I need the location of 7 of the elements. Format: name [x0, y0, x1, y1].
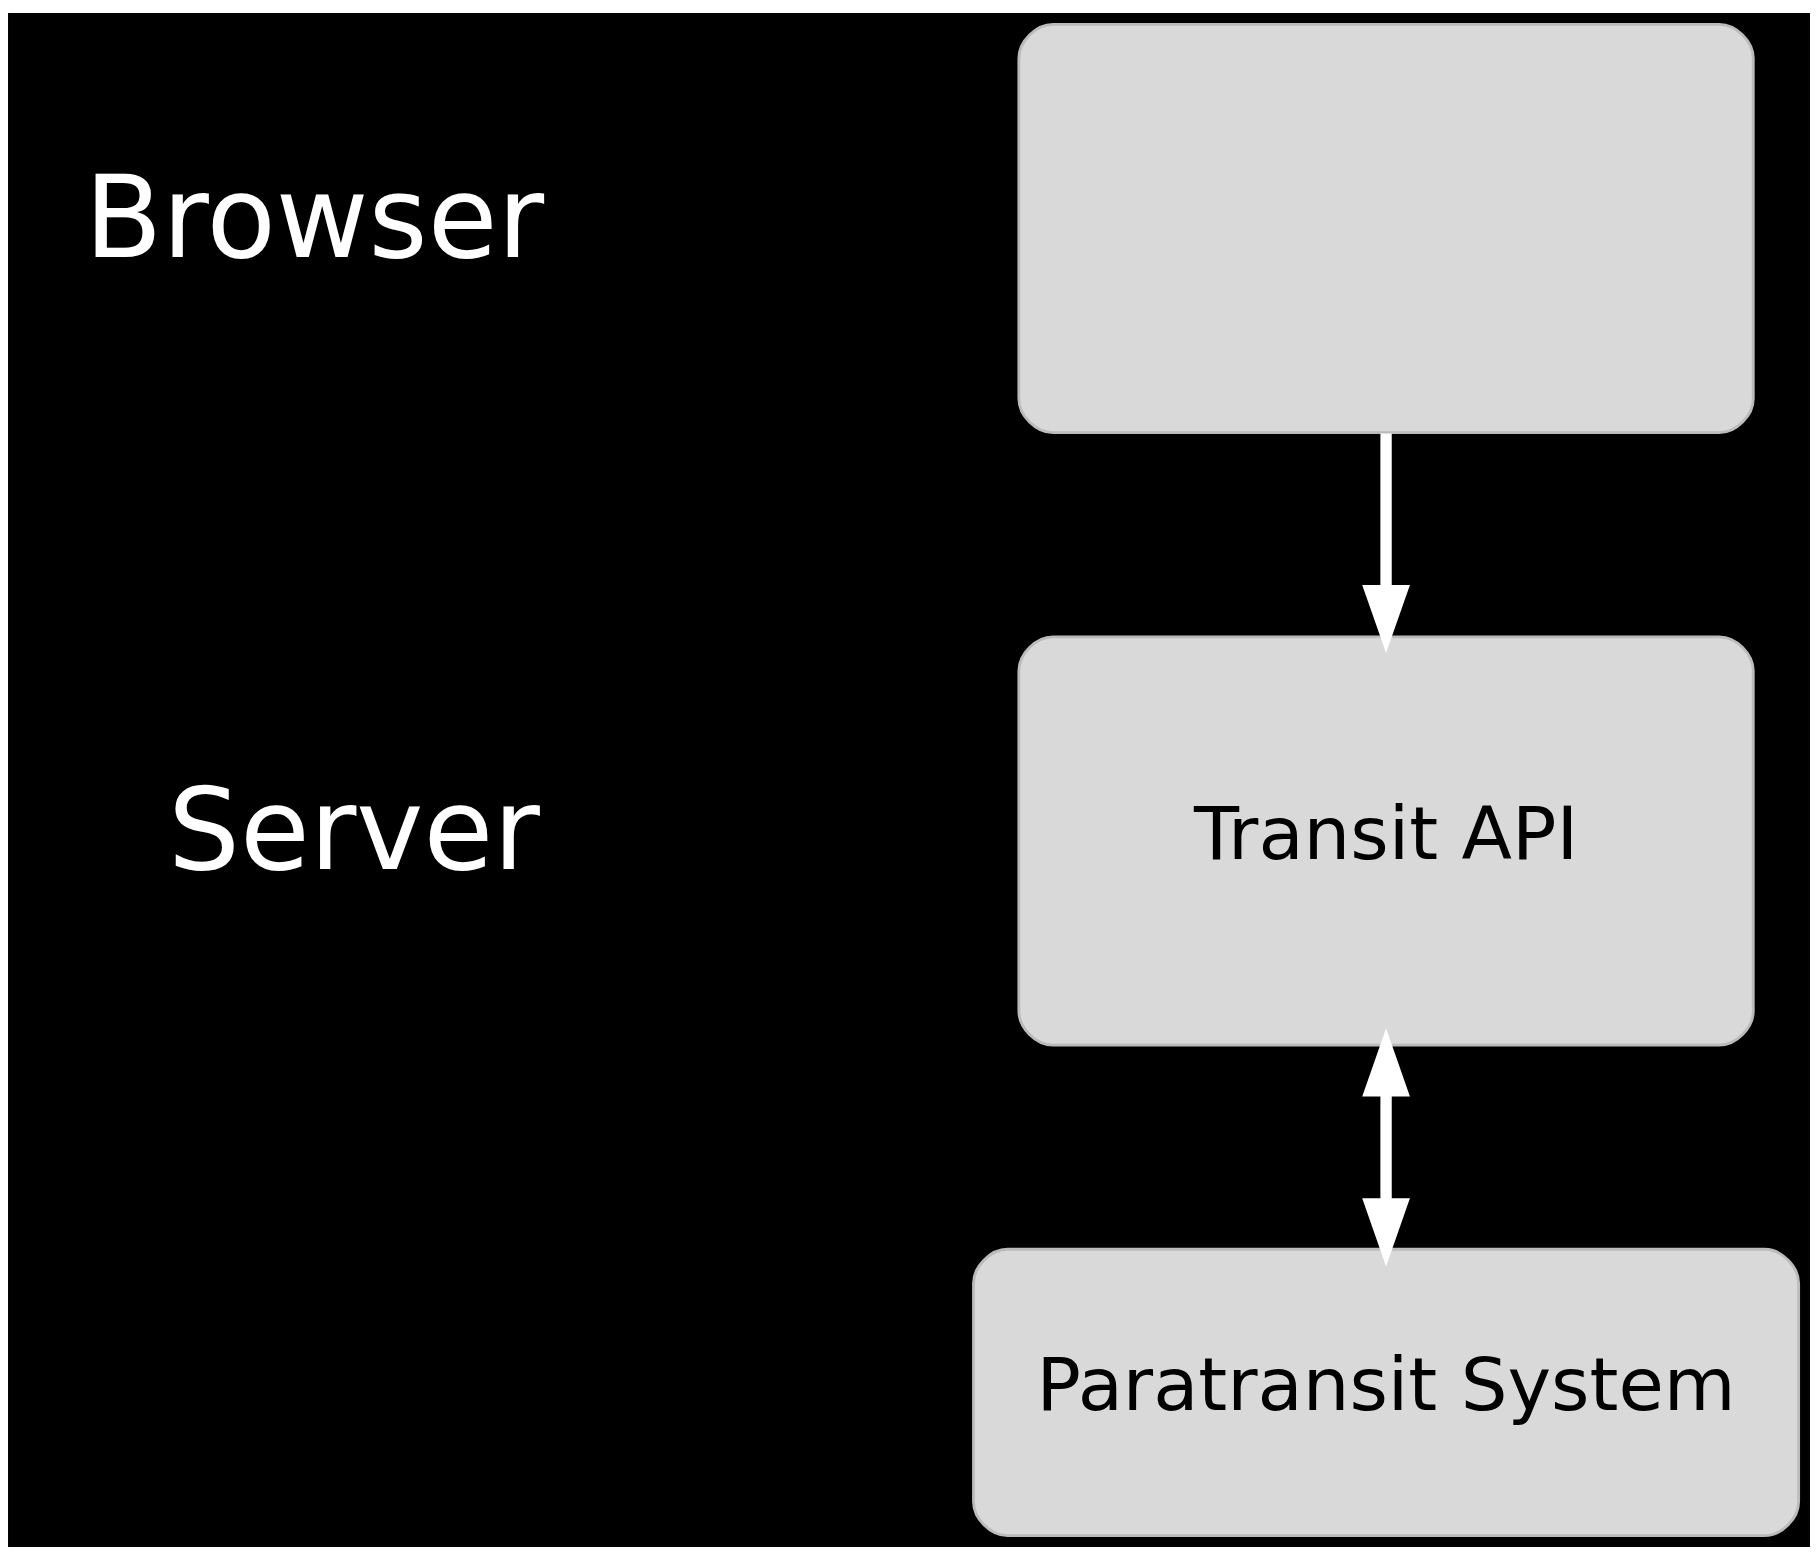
node-box: Paratransit System [972, 1247, 1801, 1538]
arrow [1362, 433, 1410, 654]
label: Server [168, 764, 540, 897]
label: Browser [84, 151, 545, 284]
arrow [1362, 1028, 1410, 1267]
node-box [1017, 22, 1755, 435]
node-box: Transit API [1017, 635, 1755, 1047]
